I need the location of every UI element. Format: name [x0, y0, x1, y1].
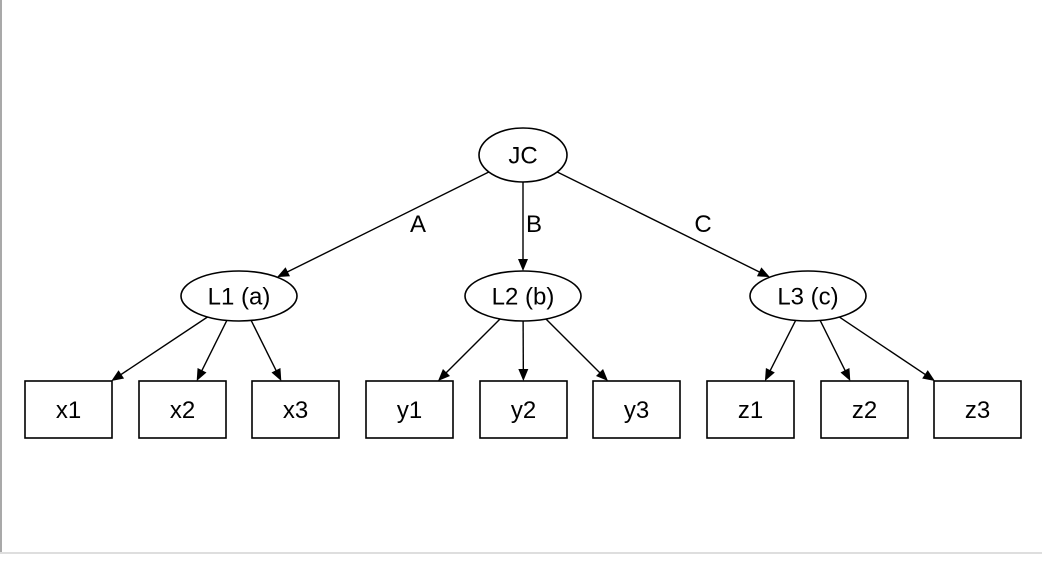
- arrowhead-L1-x2: [196, 368, 207, 381]
- node-y3: [592, 380, 681, 439]
- arrowhead-JC-L2: [518, 259, 528, 271]
- node-y2: [479, 380, 568, 439]
- node-label-L1: L1 (a): [208, 284, 271, 311]
- edge-L1-x3: [250, 320, 278, 373]
- node-x1: [24, 380, 113, 439]
- arrowhead-L1-x1: [111, 370, 125, 381]
- node-z3: [933, 380, 1022, 439]
- node-label-z1: z1: [738, 397, 763, 424]
- arrowhead-L1-x3: [271, 368, 282, 381]
- edge-L3-z1: [768, 320, 797, 373]
- node-y1: [365, 380, 454, 439]
- node-label-y3: y3: [624, 397, 649, 424]
- arrowhead-L3-z3: [922, 370, 935, 381]
- edge-JC-L1: [285, 171, 490, 274]
- arrowhead-L2-y2: [518, 368, 529, 381]
- edge-L3-z2: [819, 320, 847, 373]
- node-label-z3: z3: [965, 397, 990, 424]
- edge-L2-y3: [545, 318, 602, 375]
- edge-L2-y1: [444, 318, 501, 375]
- node-L3: [749, 270, 867, 322]
- node-label-z2: z2: [852, 397, 877, 424]
- arrowhead-L2-y3: [595, 368, 608, 381]
- arrowhead-JC-L3: [756, 267, 770, 278]
- node-label-y2: y2: [511, 397, 536, 424]
- edge-L3-z3: [839, 316, 928, 377]
- edge-label-A: A: [410, 211, 426, 238]
- node-L1: [180, 270, 298, 322]
- arrowhead-L3-z2: [840, 368, 851, 381]
- node-label-JC: JC: [508, 143, 537, 170]
- edge-L1-x1: [119, 316, 208, 377]
- edge-JC-L3: [556, 171, 762, 274]
- node-JC: [478, 127, 568, 183]
- node-label-L2: L2 (b): [492, 284, 555, 311]
- edge-label-C: C: [694, 211, 711, 238]
- node-label-L3: L3 (c): [777, 284, 838, 311]
- node-z1: [706, 380, 795, 439]
- node-label-y1: y1: [397, 397, 422, 424]
- node-L2: [464, 270, 582, 322]
- arrowhead-JC-L1: [277, 267, 290, 278]
- edge-label-B: B: [526, 211, 542, 238]
- node-z2: [820, 380, 909, 439]
- arrowhead-L3-z1: [764, 368, 775, 381]
- arrowhead-L2-y1: [438, 368, 451, 381]
- node-x2: [138, 380, 227, 439]
- edge-L1-x2: [200, 320, 228, 373]
- node-label-x2: x2: [170, 397, 195, 424]
- node-label-x1: x1: [56, 397, 81, 424]
- node-x3: [251, 380, 340, 439]
- node-label-x3: x3: [283, 397, 308, 424]
